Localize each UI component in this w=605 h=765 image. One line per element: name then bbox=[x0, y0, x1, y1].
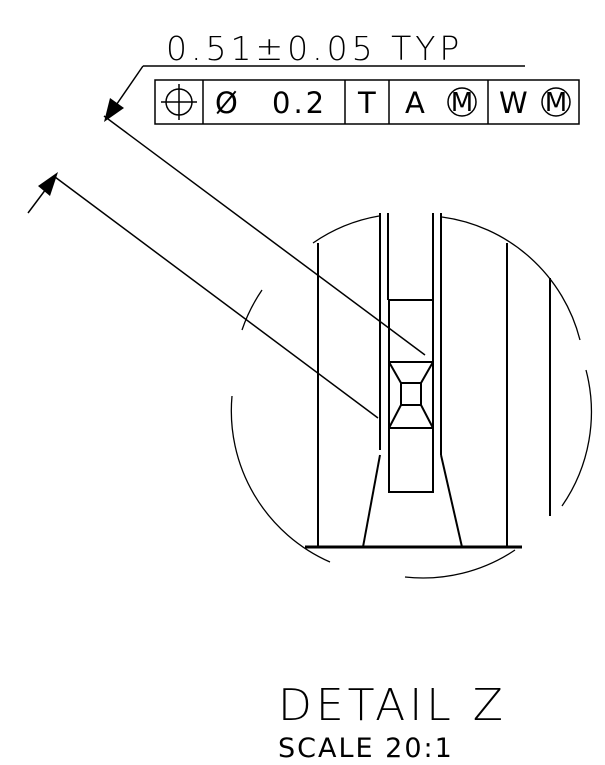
fcf-datum-a: A bbox=[405, 86, 425, 120]
leader-line-upper bbox=[103, 115, 426, 356]
extension-arrow-icon bbox=[38, 172, 58, 196]
leader-line-lower bbox=[54, 176, 379, 419]
dimension-leader-arrow-icon bbox=[104, 98, 124, 122]
fcf-datum-w: W bbox=[499, 86, 528, 120]
fcf-cell-t: T bbox=[357, 86, 376, 120]
feature-control-frame: Ø 0.2 T A M W M bbox=[154, 79, 580, 125]
fcf-tolerance-value: 0.2 bbox=[272, 86, 327, 120]
detail-scale: SCALE 20:1 bbox=[278, 733, 454, 764]
detail-title: DETAIL Z bbox=[278, 680, 507, 731]
fcf-diameter-symbol: Ø bbox=[215, 86, 238, 120]
position-tolerance-icon bbox=[161, 84, 197, 120]
detail-slot bbox=[388, 299, 434, 493]
detail-base bbox=[305, 454, 522, 549]
dimension-text: 0.51±0.05 TYP bbox=[166, 29, 463, 68]
detail-circle bbox=[230, 215, 593, 579]
detail-walls bbox=[317, 213, 551, 547]
fcf-border bbox=[154, 79, 580, 125]
max-material-condition-icon: M bbox=[447, 87, 477, 118]
fcf-modifier-m-1: M bbox=[451, 88, 473, 118]
max-material-condition-icon: M bbox=[541, 87, 571, 118]
fcf-modifier-m-2: M bbox=[545, 88, 567, 118]
